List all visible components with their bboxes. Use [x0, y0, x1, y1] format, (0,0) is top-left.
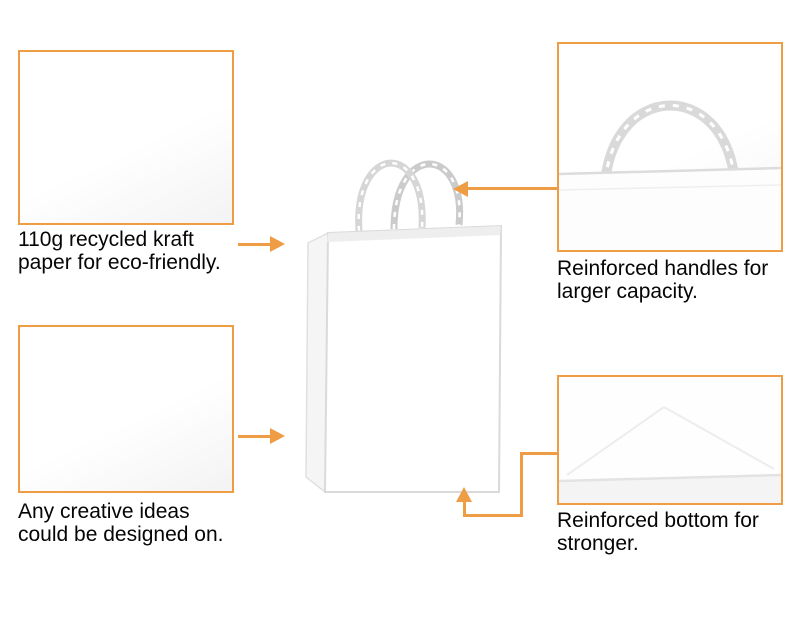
connector-line [238, 243, 270, 246]
blank-bag-surface-close-up [20, 327, 232, 491]
connector-line [520, 452, 523, 517]
arrow-up-icon [456, 487, 472, 502]
caption-line: larger capacity. [557, 280, 698, 303]
callout-kraft-paper-caption: 110g recycled kraft paper for eco-friend… [18, 228, 250, 274]
callout-bottom-caption: Reinforced bottom for stronger. [557, 509, 797, 555]
arrow-left-icon [453, 181, 468, 197]
callout-design-caption: Any creative ideas could be designed on. [18, 500, 250, 546]
caption-line: paper for eco-friendly. [18, 251, 221, 274]
caption-line: Reinforced bottom for [557, 509, 759, 532]
white-kraft-paper-close-up [20, 52, 232, 223]
handle-illustration [559, 100, 781, 250]
connector-line [520, 452, 559, 455]
arrow-right-icon [270, 428, 285, 444]
product-photo-bag [295, 115, 515, 495]
bag-handle-close-up [559, 44, 781, 250]
bag-top-rim [327, 226, 501, 242]
caption-line: stronger. [557, 532, 639, 555]
bag-back-handle [390, 160, 464, 230]
arrow-right-icon [270, 236, 285, 252]
connector-line [468, 187, 557, 190]
callout-kraft-paper-frame [18, 50, 234, 225]
callout-design-frame [18, 325, 234, 493]
bag-bottom-close-up [559, 377, 781, 503]
callout-bottom-frame [557, 375, 783, 505]
white-paper-bag [305, 159, 503, 494]
caption-line: 110g recycled kraft [18, 228, 194, 251]
caption-line: could be designed on. [18, 523, 224, 546]
caption-line: Any creative ideas [18, 500, 190, 523]
caption-line: Reinforced handles for [557, 257, 769, 280]
connector-line [463, 514, 523, 517]
bag-front-face [323, 224, 503, 493]
bag-front-handle [355, 159, 426, 232]
connector-line [463, 502, 466, 517]
connector-line [238, 435, 270, 438]
bag-bottom-illustration [559, 377, 781, 503]
callout-handles-caption: Reinforced handles for larger capacity. [557, 257, 797, 303]
callout-handles-frame [557, 42, 783, 252]
